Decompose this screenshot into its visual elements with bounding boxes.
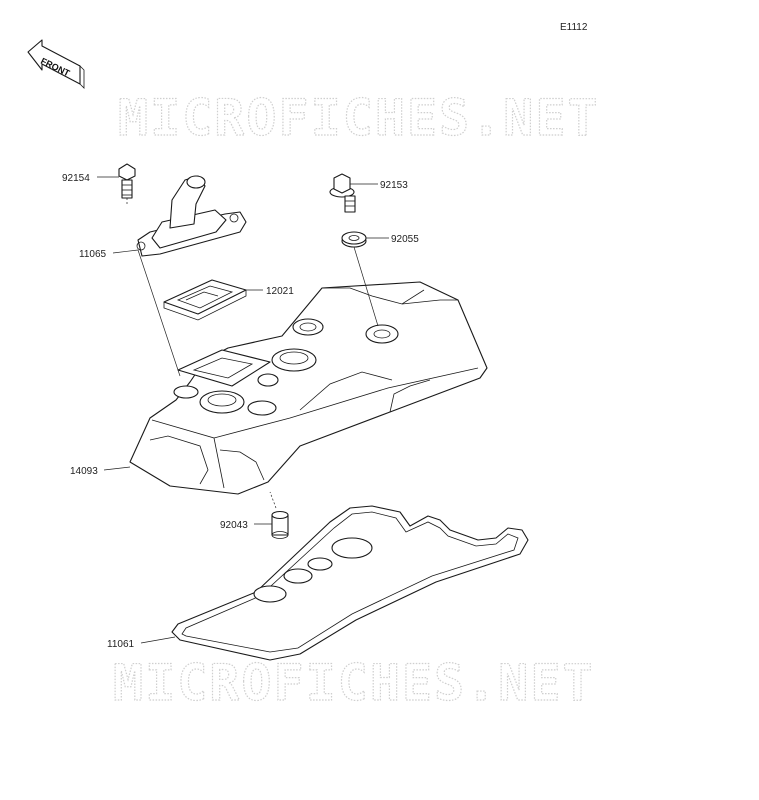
part-92043-dowel-pin xyxy=(271,510,289,539)
watermark-top: MICROFICHES.NET xyxy=(118,89,600,147)
watermark-bottom: MICROFICHES.NET xyxy=(113,654,595,712)
label-92153: 92153 xyxy=(380,180,408,191)
label-14093: 14093 xyxy=(70,466,98,477)
label-11061: 11061 xyxy=(107,639,135,650)
label-12021: 12021 xyxy=(266,286,294,297)
label-92043: 92043 xyxy=(220,520,248,531)
part-92154-bolt xyxy=(118,163,136,206)
part-11061-cover-gasket xyxy=(171,505,529,661)
part-11065-breather-cover xyxy=(136,175,247,257)
diagram-code: E1112 xyxy=(560,22,588,33)
part-92055-grommet xyxy=(341,231,367,248)
label-11065: 11065 xyxy=(79,249,107,260)
part-92153-bolt-with-washer xyxy=(329,173,356,213)
leader-lines xyxy=(97,176,389,644)
label-92055: 92055 xyxy=(391,234,419,245)
front-arrow-icon: FRONT xyxy=(27,39,85,89)
part-12021-reed-valve xyxy=(163,279,247,321)
label-92154: 92154 xyxy=(62,173,90,184)
part-14093-cylinder-head-cover xyxy=(129,281,488,495)
